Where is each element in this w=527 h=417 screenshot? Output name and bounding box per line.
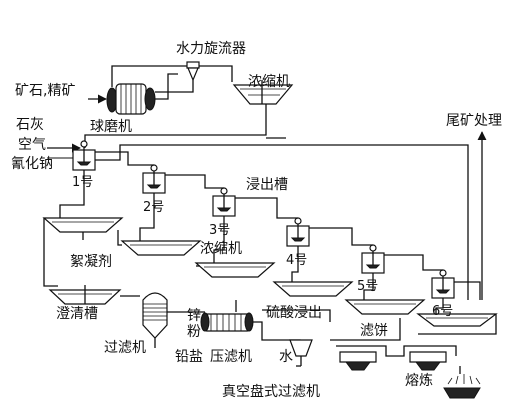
label-vacuum-filter: 真空盘式过滤机 — [222, 383, 320, 400]
leach-tank-5 — [361, 244, 385, 274]
thickener-6 — [416, 313, 498, 327]
sulfuric-leach-line — [262, 309, 401, 341]
label-hydrocyclone: 水力旋流器 — [176, 41, 246, 57]
label-filter: 过滤机 — [104, 340, 146, 356]
label-tank-2: 2号 — [143, 200, 164, 215]
tank-cascade-lines — [95, 151, 481, 300]
label-tailings: 尾矿处理 — [446, 113, 502, 129]
tailings-line — [95, 131, 487, 300]
label-tank-3: 3号 — [209, 223, 230, 238]
label-air: 空气 — [18, 137, 46, 153]
top-thickener — [232, 80, 294, 125]
thickener-3 — [194, 262, 276, 278]
label-tank-1: 1号 — [72, 175, 93, 190]
label-lead-salt: 铅盐 — [175, 349, 203, 365]
thickener-1 — [42, 217, 124, 240]
label-water: 水 — [279, 349, 293, 365]
label-ore-feed: 矿石,精矿 — [15, 83, 75, 99]
vacuum-pan-filter — [336, 345, 457, 371]
zinc-mixer-tube — [200, 312, 254, 332]
label-sulfuric-leach: 硫酸浸出 — [266, 305, 322, 321]
label-press-filter: 压滤机 — [210, 349, 252, 365]
press-filter-vessel — [289, 339, 313, 367]
label-filter-cake: 滤饼 — [360, 323, 388, 339]
label-leach-tank: 浸出槽 — [246, 177, 288, 193]
leach-tank-6 — [431, 269, 455, 299]
label-tank-6: 6号 — [432, 304, 453, 319]
ball-mill — [106, 83, 156, 115]
label-powder: 粉 — [187, 324, 201, 340]
label-tank-5: 5号 — [357, 279, 378, 294]
grinding-circuit-lines — [111, 65, 233, 100]
label-smelting: 熔炼 — [405, 373, 433, 389]
smelting-furnace — [443, 366, 481, 399]
thickener-4 — [272, 281, 354, 297]
thickener-interconnect-lines — [43, 170, 497, 335]
label-thickener-mid: 浓缩机 — [200, 241, 242, 257]
leach-tank-2 — [142, 164, 166, 194]
leach-tank-3 — [212, 187, 236, 217]
label-ball-mill: 球磨机 — [90, 119, 132, 135]
label-flocculant: 絮凝剂 — [70, 253, 112, 270]
hydrocyclone — [186, 61, 200, 82]
leach-tank-4 — [286, 217, 310, 247]
clarifier-tank — [48, 285, 140, 305]
label-zinc: 锌 — [187, 308, 201, 324]
label-lime: 石灰 — [16, 117, 44, 133]
label-thickener-top: 浓缩机 — [248, 74, 290, 90]
label-cyanide: 氰化钠 — [11, 156, 53, 172]
thickener-2 — [120, 240, 202, 256]
leach-tank-1 — [72, 140, 96, 171]
label-tank-4: 4号 — [286, 253, 307, 268]
label-clarifier: 澄清槽 — [56, 306, 98, 322]
thickener-5 — [344, 299, 426, 315]
filter-vessel — [142, 292, 168, 348]
